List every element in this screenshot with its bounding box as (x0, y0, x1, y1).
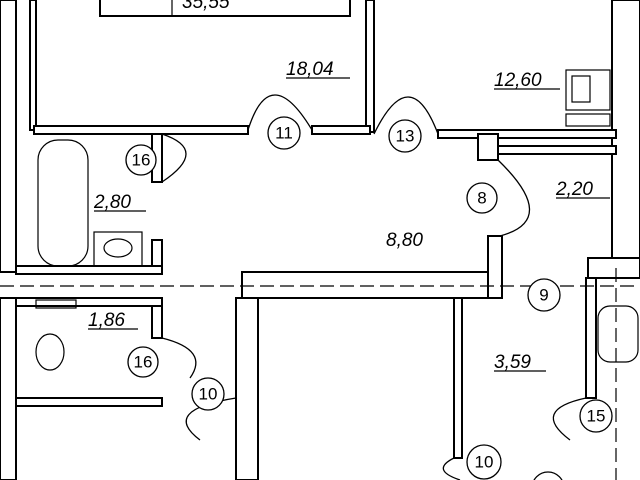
area-label-bath: 2,80 (93, 192, 131, 213)
area-label-room-2: 12,60 (494, 70, 542, 91)
svg-text:9: 9 (539, 286, 548, 305)
area-label-wc: 1,86 (88, 310, 125, 331)
door-marker (267, 116, 301, 150)
door-marker (533, 471, 563, 480)
right-bathtub (597, 305, 639, 363)
door-swing-16-wc (161, 337, 197, 379)
door-swing-13 (373, 96, 439, 135)
stove (565, 69, 611, 111)
corridor-bottom-wall (241, 271, 503, 299)
door-swing-8 (497, 159, 531, 237)
door-swing-10-lower (442, 457, 461, 480)
top-cut-area-label: 35,55 (182, 0, 230, 13)
left-inner-wall (29, 0, 37, 131)
area-label-pantry: 2,20 (555, 179, 593, 200)
svg-text:8: 8 (477, 189, 486, 208)
svg-text:10: 10 (475, 453, 494, 472)
door-marker (388, 119, 422, 153)
wc-right-wall (151, 305, 163, 339)
pantry-wall (477, 133, 499, 161)
area-label-hall: 3,59 (494, 352, 531, 373)
area-label-room-1: 18,04 (286, 59, 334, 80)
door-marker (191, 377, 225, 411)
corridor-right-wall (487, 235, 503, 299)
door-marker (579, 399, 613, 433)
bath-sink (93, 231, 143, 267)
svg-text:11: 11 (275, 124, 293, 143)
top-label-box (99, 0, 351, 17)
right-lower-wall (587, 257, 640, 279)
svg-text:16: 16 (132, 151, 151, 170)
wall-under-room2 (437, 129, 617, 139)
door-swing-15 (552, 397, 587, 441)
svg-text:10: 10 (199, 385, 218, 404)
left-outer-wall (0, 0, 17, 273)
bath-bottom-wall (15, 265, 163, 275)
middle-wall (365, 0, 375, 133)
counter (565, 113, 611, 127)
door-swing-11 (247, 94, 313, 131)
toilet (35, 333, 65, 371)
area-label-corridor: 8,80 (386, 230, 423, 251)
left-outer-wall-lower (0, 297, 17, 480)
svg-text:15: 15 (587, 407, 606, 426)
door-marker (527, 278, 561, 312)
svg-text:13: 13 (396, 127, 415, 146)
lower-hall-wall (453, 297, 463, 459)
svg-text:14: 14 (539, 479, 558, 480)
pantry-right-wall (497, 145, 617, 155)
bathtub (37, 139, 89, 267)
wc-top-wall (15, 297, 163, 307)
right-lower-vertical (585, 277, 597, 399)
door-marker (466, 182, 498, 214)
door-marker (466, 444, 502, 480)
door-swing-16-bath (161, 133, 187, 183)
door-marker (125, 144, 157, 176)
wc-bottom-wall (15, 397, 163, 407)
wall-under-room1-left (33, 125, 249, 135)
door-marker (127, 346, 159, 378)
wc-cistern (35, 299, 77, 309)
lower-center-wall (235, 297, 259, 480)
wall-under-room1-right (311, 125, 371, 135)
svg-text:16: 16 (134, 353, 153, 372)
